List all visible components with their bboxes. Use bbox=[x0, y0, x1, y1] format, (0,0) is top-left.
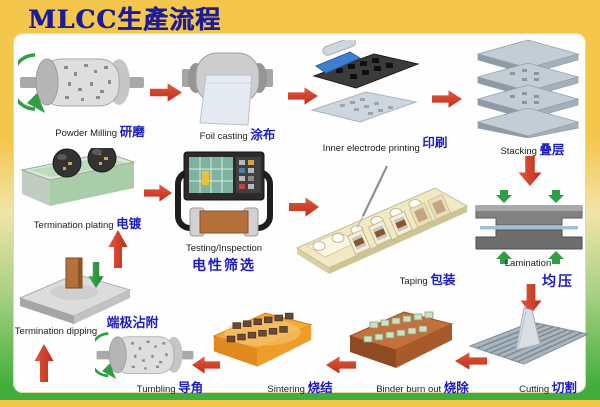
label-sintering: Sintering 烧结 bbox=[240, 377, 360, 396]
cutting-illustration bbox=[468, 307, 590, 365]
page-title: MLCC生產流程 bbox=[28, 5, 222, 34]
label-tumbling: Tumbling 导角 bbox=[110, 377, 230, 396]
label-inner-electrode-printing-en: Inner electrode printing bbox=[322, 143, 420, 154]
binder-burn-out-illustration bbox=[348, 311, 454, 368]
label-testing-inspection-zh: 电性筛选 bbox=[192, 258, 256, 274]
label-termination-plating-zh: 电镀 bbox=[116, 216, 142, 231]
bottom-border bbox=[0, 400, 600, 407]
label-cutting-en: Cutting bbox=[519, 384, 550, 395]
powder-milling-illustration bbox=[18, 53, 144, 113]
label-powder-milling: Powder Milling 研磨 bbox=[30, 121, 170, 140]
inner-electrode-printing-illustration bbox=[310, 40, 420, 123]
testing-inspection-illustration bbox=[175, 151, 273, 237]
sintering-illustration bbox=[212, 312, 313, 367]
label-termination-dipping-zh: 端极沾附 bbox=[106, 316, 159, 331]
taping-illustration bbox=[295, 166, 469, 274]
label-stacking-en: Stacking bbox=[500, 146, 537, 157]
label-binder-burn-out: Binder burn out 烧除 bbox=[355, 377, 490, 396]
label-termination-dipping-en: Termination dipping bbox=[14, 326, 98, 337]
label-stacking: Stacking 叠层 bbox=[480, 139, 585, 158]
label-stacking-zh: 叠层 bbox=[539, 142, 565, 157]
label-powder-milling-zh: 研磨 bbox=[119, 124, 145, 139]
label-foil-casting: Foil casting 涂布 bbox=[185, 124, 290, 143]
label-tumbling-en: Tumbling bbox=[136, 384, 176, 395]
label-taping-zh: 包装 bbox=[430, 272, 456, 287]
label-inner-electrode-printing-zh: 印刷 bbox=[422, 135, 448, 150]
label-binder-burn-out-en: Binder burn out bbox=[376, 384, 442, 395]
label-inner-electrode-printing: Inner electrode printing 印刷 bbox=[305, 135, 465, 155]
label-cutting-zh: 切割 bbox=[551, 380, 577, 395]
lamination-illustration bbox=[475, 190, 583, 264]
label-termination-plating-en: Termination plating bbox=[33, 220, 114, 231]
label-tumbling-zh: 导角 bbox=[178, 380, 204, 395]
label-testing-inspection-en: Testing/Inspection bbox=[185, 243, 263, 254]
label-lamination-en: Lamination bbox=[504, 258, 552, 269]
foil-casting-illustration bbox=[182, 52, 273, 126]
label-taping: Taping 包装 bbox=[375, 269, 480, 288]
label-lamination-zh: 均压 bbox=[542, 274, 574, 290]
label-sintering-en: Sintering bbox=[267, 384, 305, 395]
termination-plating-illustration bbox=[20, 148, 136, 206]
stacking-illustration bbox=[476, 39, 580, 138]
label-taping-en: Taping bbox=[399, 276, 428, 287]
label-cutting: Cutting 切割 bbox=[488, 377, 600, 396]
label-foil-casting-zh: 涂布 bbox=[250, 127, 276, 142]
tumbling-illustration bbox=[95, 332, 194, 379]
label-sintering-zh: 烧结 bbox=[307, 380, 333, 395]
label-termination-plating: Termination plating 电镀 bbox=[5, 213, 170, 232]
termination-dipping-illustration bbox=[18, 257, 132, 324]
label-powder-milling-en: Powder Milling bbox=[55, 128, 118, 139]
label-binder-burn-out-zh: 烧除 bbox=[443, 380, 469, 395]
label-foil-casting-en: Foil casting bbox=[199, 131, 248, 142]
